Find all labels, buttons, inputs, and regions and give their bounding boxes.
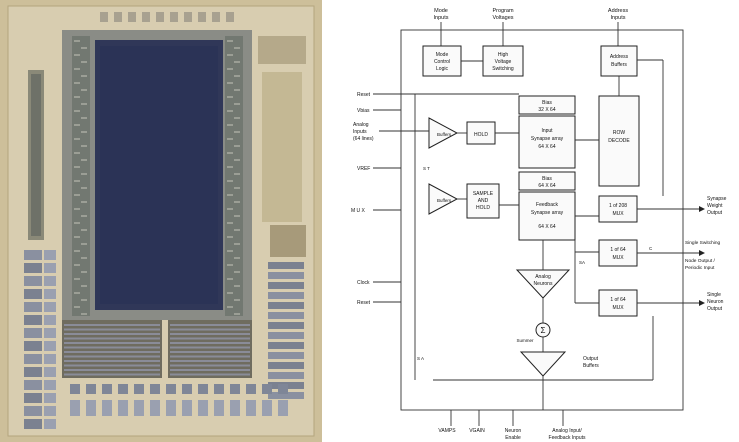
svg-text:Enable: Enable xyxy=(505,435,521,441)
svg-text:Synapse array: Synapse array xyxy=(531,136,564,142)
label-neuron-enable: Neuron xyxy=(505,428,522,434)
svg-text:Node Output /: Node Output / xyxy=(685,258,716,264)
svg-text:64 X 64: 64 X 64 xyxy=(538,224,555,230)
svg-text:Neuron: Neuron xyxy=(707,299,724,305)
label-analog-input-feedback: Analog Input/ xyxy=(552,428,582,434)
svg-text:Logic: Logic xyxy=(436,66,448,72)
svg-text:Switching: Switching xyxy=(492,66,514,72)
svg-text:S A: S A xyxy=(417,356,424,361)
svg-text:64 X 64: 64 X 64 xyxy=(538,183,555,189)
label-vbias: Vbias xyxy=(357,108,370,114)
svg-text:32 X 64: 32 X 64 xyxy=(538,107,555,113)
svg-text:MUX: MUX xyxy=(612,211,624,217)
svg-text:MUX: MUX xyxy=(612,305,624,311)
label-vref: VREF xyxy=(357,166,370,172)
label-mode-inputs: Mode xyxy=(434,8,448,14)
mux-synapse-block xyxy=(599,196,637,222)
svg-text:Inputs: Inputs xyxy=(353,129,367,135)
svg-text:Control: Control xyxy=(434,59,450,65)
svg-text:Buffers: Buffers xyxy=(611,62,627,68)
label-vgain: VGAIN xyxy=(469,428,485,434)
block-diagram: Mode Inputs Program Voltages Address Inp… xyxy=(333,0,739,442)
svg-text:HOLD: HOLD xyxy=(476,205,490,211)
svg-text:SA: SA xyxy=(579,260,585,265)
svg-text:Neurons: Neurons xyxy=(534,281,553,287)
svg-text:Σ: Σ xyxy=(541,326,546,335)
svg-text:Voltages: Voltages xyxy=(492,15,513,21)
mux-single-block xyxy=(599,240,637,266)
svg-text:1 of 64: 1 of 64 xyxy=(610,297,626,303)
svg-text:(64 lines): (64 lines) xyxy=(353,136,374,142)
svg-text:Inputs: Inputs xyxy=(434,15,449,21)
svg-text:HOLD: HOLD xyxy=(474,132,488,138)
svg-text:Inputs: Inputs xyxy=(611,15,626,21)
svg-text:Output: Output xyxy=(707,306,723,312)
input-synapse-array-block xyxy=(519,116,575,168)
svg-text:Summer: Summer xyxy=(516,338,534,343)
mux-output-block xyxy=(599,290,637,316)
label-mux-left: M U X xyxy=(351,208,366,214)
svg-text:1 of 208: 1 of 208 xyxy=(609,203,627,209)
svg-text:DECODE: DECODE xyxy=(608,138,630,144)
label-single-switching: Single Switching xyxy=(685,240,721,246)
label-analog-inputs: Analog xyxy=(353,122,369,128)
svg-text:SAMPLE: SAMPLE xyxy=(473,191,494,197)
label-vamps: VAMPS xyxy=(438,428,456,434)
label-synapse-weight-output: Synapse xyxy=(707,196,727,202)
svg-text:Voltage: Voltage xyxy=(495,59,512,65)
svg-text:ROW: ROW xyxy=(613,130,626,136)
svg-text:Bias: Bias xyxy=(542,176,552,182)
svg-text:Synapse array: Synapse array xyxy=(531,210,564,216)
svg-text:64 X 64: 64 X 64 xyxy=(538,144,555,150)
svg-text:High: High xyxy=(498,52,509,58)
svg-text:Bias: Bias xyxy=(542,100,552,106)
label-clock: Clock xyxy=(357,280,370,286)
svg-text:Mode: Mode xyxy=(436,52,449,58)
svg-text:Periodic Input: Periodic Input xyxy=(685,265,715,271)
svg-text:Feedback: Feedback xyxy=(536,202,558,208)
svg-text:Address: Address xyxy=(610,54,629,60)
svg-text:S T: S T xyxy=(423,166,430,171)
chip-die-photo xyxy=(0,0,322,442)
svg-text:C: C xyxy=(649,246,653,251)
feedback-synapse-array-block xyxy=(519,192,575,240)
label-address-inputs: Address xyxy=(608,8,628,14)
svg-text:Output: Output xyxy=(707,210,723,216)
svg-text:AND: AND xyxy=(478,198,489,204)
label-reset: Reset xyxy=(357,92,371,98)
address-buffers-block xyxy=(601,46,637,76)
svg-text:Analog: Analog xyxy=(535,274,551,280)
label-program-voltages: Program xyxy=(492,8,514,14)
svg-text:Buffers: Buffers xyxy=(437,132,452,137)
svg-text:Output: Output xyxy=(583,356,599,362)
svg-text:Buffers: Buffers xyxy=(583,363,599,369)
svg-text:1 of 64: 1 of 64 xyxy=(610,247,626,253)
svg-text:Buffers: Buffers xyxy=(437,198,452,203)
svg-text:Input: Input xyxy=(541,128,553,134)
svg-text:MUX: MUX xyxy=(612,255,624,261)
svg-text:Weight: Weight xyxy=(707,203,723,209)
output-buffers-block xyxy=(521,352,565,376)
label-single-neuron-output: Single xyxy=(707,292,721,298)
label-reset-2: Reset xyxy=(357,300,371,306)
svg-text:Feedback Inputs: Feedback Inputs xyxy=(549,435,586,441)
